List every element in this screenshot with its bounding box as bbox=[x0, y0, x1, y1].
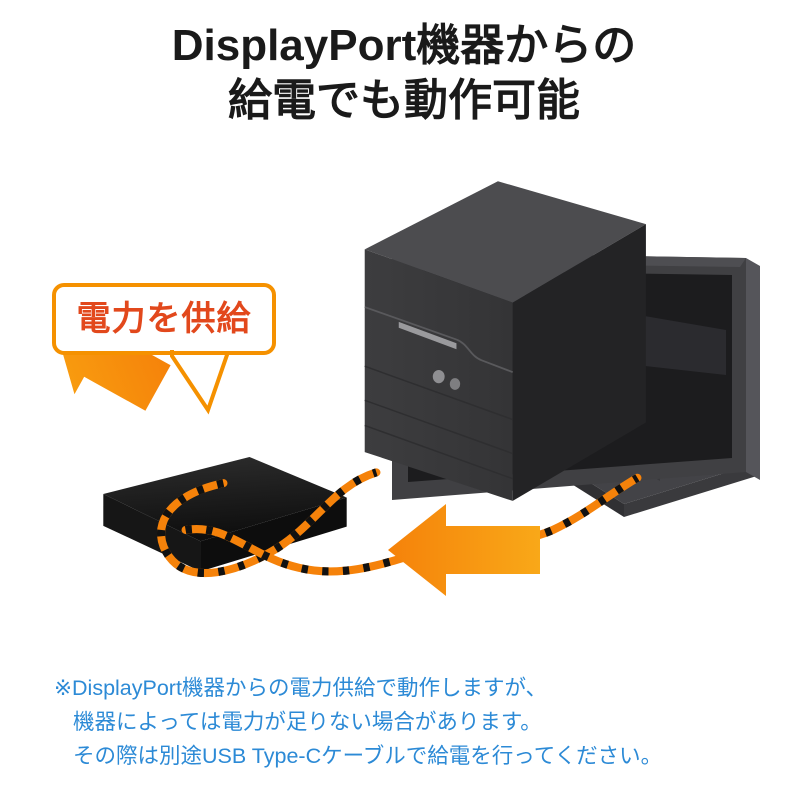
footnote-line-2: 機器によっては電力が足りない場合があります。 bbox=[73, 709, 542, 734]
page-title: DisplayPort機器からの 給電でも動作可能 bbox=[0, 18, 800, 129]
footnote-line-3: その際は別途USB Type-Cケーブルで給電を行ってください。 bbox=[73, 743, 663, 768]
tower-reset-button bbox=[449, 378, 461, 390]
callout-label: 電力を供給 bbox=[76, 300, 252, 338]
illustration-stage bbox=[0, 140, 800, 660]
dock-left-side bbox=[103, 494, 201, 572]
monitor-edge bbox=[746, 258, 760, 480]
dock-graphic bbox=[103, 457, 347, 572]
arrow-left bbox=[388, 504, 540, 596]
footnote-line-1: ※DisplayPort機器からの電力供給で動作しますが、 bbox=[54, 676, 548, 700]
tower-drive-slot bbox=[398, 321, 457, 350]
title-line-2: 給電でも動作可能 bbox=[228, 76, 580, 126]
tower-seam-1 bbox=[364, 365, 513, 421]
pc-tower-graphic bbox=[364, 181, 646, 501]
tower-side bbox=[512, 224, 646, 501]
title-line-1: DisplayPort機器からの bbox=[171, 21, 637, 70]
callout-bubble: 電力を供給 bbox=[52, 283, 276, 355]
footnote: ※DisplayPort機器からの電力供給で動作しますが、 機器によっては電力が… bbox=[54, 672, 774, 774]
cable-upper-dashes bbox=[157, 468, 378, 578]
callout-tail bbox=[170, 350, 230, 415]
tower-seam-2 bbox=[364, 399, 513, 455]
tower-bay-seam bbox=[364, 306, 514, 373]
tower-top bbox=[364, 181, 646, 303]
tower-seam-3 bbox=[364, 424, 513, 480]
tower-power-button bbox=[432, 369, 445, 384]
